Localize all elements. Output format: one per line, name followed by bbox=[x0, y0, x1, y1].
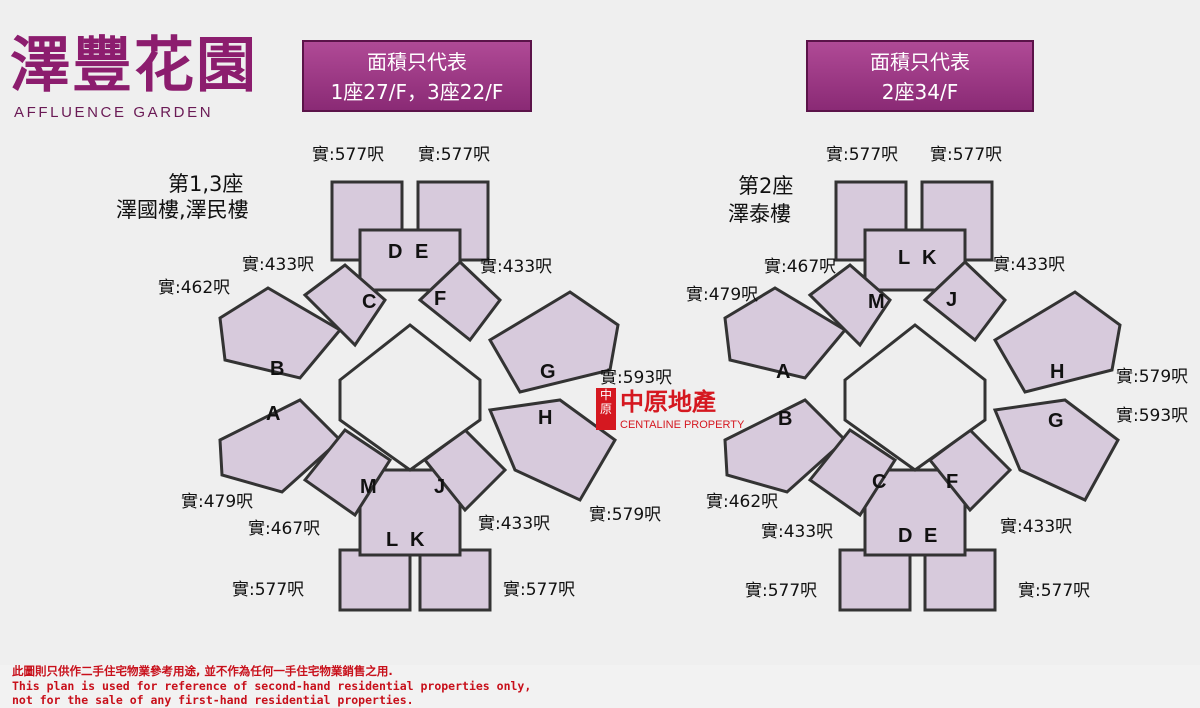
plan-2-unit-letter: K bbox=[922, 247, 937, 269]
plan-2-room-block bbox=[807, 263, 892, 348]
plan-1-unit-letter: C bbox=[362, 291, 376, 313]
plan-1-room-block bbox=[338, 548, 412, 612]
plan-2-unit-letter: L bbox=[898, 247, 910, 269]
plan-2-unit-letter: A bbox=[776, 361, 790, 383]
estate-logo-english: AFFLUENCE GARDEN bbox=[14, 104, 214, 121]
disclaimer-en-1: This plan is used for reference of secon… bbox=[12, 679, 532, 693]
plan-1-room-block bbox=[302, 263, 387, 348]
plan-1-block-names: 澤國樓,澤民樓 bbox=[116, 198, 249, 222]
plan-1-banner-floors: 1座27/F，3座22/F bbox=[330, 80, 504, 104]
plan-1-area-label-h: 實:579呎 bbox=[589, 505, 662, 525]
plan-1-area-label-j: 實:433呎 bbox=[478, 514, 551, 534]
plan-2-floorplan bbox=[723, 180, 1122, 612]
plan-2-area-label-c: 實:433呎 bbox=[761, 522, 834, 542]
plan-2-unit-letter: D bbox=[898, 525, 912, 547]
plan-1-unit-letter: B bbox=[270, 358, 284, 380]
plan-2-room-block bbox=[992, 290, 1122, 394]
watermark-name-en: CENTALINE PROPERTY bbox=[620, 419, 745, 431]
plan-2-room-block bbox=[992, 398, 1120, 502]
plan-2-core bbox=[843, 323, 987, 472]
plan-1-area-label-e: 實:577呎 bbox=[418, 145, 491, 165]
plan-1-area-label-l: 實:577呎 bbox=[232, 580, 305, 600]
plan-1-unit-letter: F bbox=[434, 288, 446, 310]
floor-plan-drawings: D E C F B G A H M J L K L K M J A H B bbox=[218, 180, 1122, 612]
plan-2-unit-letter: E bbox=[924, 525, 937, 547]
plan-2-area-label-l: 實:577呎 bbox=[826, 145, 899, 165]
watermark-name-cn: 中原地產 bbox=[620, 388, 716, 416]
plan-2-banner-floors: 2座34/F bbox=[881, 80, 959, 104]
centaline-watermark: 中原 中原地產 CENTALINE PROPERTY bbox=[596, 388, 746, 436]
plan-2-area-label-f: 實:433呎 bbox=[1000, 517, 1073, 537]
plan-2-room-block bbox=[723, 286, 848, 380]
plan-1-room-block bbox=[487, 290, 620, 394]
disclaimer-en-2: not for the sale of any first-hand resid… bbox=[12, 693, 414, 707]
disclaimer-cn: 此圖則只供作二手住宅物業參考用途, 並不作為任何一手住宅物業銷售之用. bbox=[12, 664, 393, 678]
plan-2-room-block bbox=[923, 548, 997, 612]
plan-2-unit-letter: B bbox=[778, 408, 792, 430]
plan-2-unit-letter: F bbox=[946, 471, 958, 493]
plan-2-area-label-e: 實:577呎 bbox=[1018, 581, 1091, 601]
plan-1-unit-letter: A bbox=[266, 403, 280, 425]
plan-1-floorplan bbox=[218, 180, 620, 612]
plan-1-area-label-g: 實:593呎 bbox=[600, 368, 673, 388]
plan-1-area-label-a: 實:479呎 bbox=[181, 492, 254, 512]
plan-2-area-label-k: 實:577呎 bbox=[930, 145, 1003, 165]
plan-1-unit-letters: D E C F B G A H M J L K bbox=[266, 241, 556, 551]
plan-1-unit-letter: E bbox=[415, 241, 428, 263]
plan-2-unit-letter: M bbox=[868, 291, 885, 313]
plan-2-banner-title: 面積只代表 bbox=[870, 50, 970, 74]
plan-2-unit-letter: C bbox=[872, 471, 886, 493]
plan-1-unit-letter: J bbox=[434, 476, 445, 498]
plan-1-room-block bbox=[418, 548, 492, 612]
plan-1-room-block bbox=[218, 398, 343, 494]
plan-2-area-label-a: 實:479呎 bbox=[686, 285, 759, 305]
plan-1-unit-letter: H bbox=[538, 407, 552, 429]
plan-2-unit-letter: J bbox=[946, 289, 957, 311]
plan-1-room-block bbox=[487, 398, 617, 502]
plan-2-area-banner: 面積只代表 2座34/F bbox=[806, 40, 1034, 112]
plan-1-area-label-f: 實:433呎 bbox=[480, 257, 553, 277]
plan-2-unit-letter: H bbox=[1050, 361, 1064, 383]
plan-2-unit-letter: G bbox=[1048, 410, 1064, 432]
plan-2-area-label-j: 實:433呎 bbox=[993, 255, 1066, 275]
plan-2-room-block bbox=[838, 548, 912, 612]
plan-2-room-block bbox=[723, 398, 848, 494]
plan-1-area-label-c: 實:433呎 bbox=[242, 255, 315, 275]
plan-1-area-label-k: 實:577呎 bbox=[503, 580, 576, 600]
plan-1-room-block bbox=[302, 427, 393, 518]
plan-1-area-label-b: 實:462呎 bbox=[158, 278, 231, 298]
plan-1-area-label-d: 實:577呎 bbox=[312, 145, 385, 165]
plan-1-room-block bbox=[218, 286, 343, 380]
plan-2-unit-letters: L K M J A H B G C F D E bbox=[776, 247, 1064, 547]
plan-2-area-label-d: 實:577呎 bbox=[745, 581, 818, 601]
centaline-logo-icon: 中原 bbox=[596, 388, 616, 430]
estate-logo-chinese: 澤豐花園 bbox=[10, 31, 258, 101]
plan-1-unit-letter: M bbox=[360, 476, 377, 498]
plan-1-unit-letter: K bbox=[410, 529, 425, 551]
plan-2-area-label-b: 實:462呎 bbox=[706, 492, 779, 512]
plan-2-area-label-g: 實:593呎 bbox=[1116, 406, 1189, 426]
plan-1-unit-letter: G bbox=[540, 361, 556, 383]
plan-2-area-label-h: 實:579呎 bbox=[1116, 367, 1189, 387]
plan-1-area-label-m: 實:467呎 bbox=[248, 519, 321, 539]
plan-1-block-number: 第1,3座 bbox=[168, 172, 244, 196]
plan-2-room-block bbox=[922, 259, 1008, 343]
plan-1-unit-letter: D bbox=[388, 241, 402, 263]
plan-2-block-number: 第2座 bbox=[738, 174, 794, 198]
plan-2-room-block bbox=[807, 427, 898, 518]
plan-1-room-block bbox=[417, 259, 503, 343]
plan-1-unit-letter: L bbox=[386, 529, 398, 551]
plan-2-area-label-m: 實:467呎 bbox=[764, 257, 837, 277]
plan-1-banner-title: 面積只代表 bbox=[367, 50, 467, 74]
plan-2-block-names: 澤泰樓 bbox=[728, 202, 791, 226]
plan-1-core bbox=[338, 323, 482, 472]
plan-1-area-banner: 面積只代表 1座27/F，3座22/F bbox=[302, 40, 532, 112]
